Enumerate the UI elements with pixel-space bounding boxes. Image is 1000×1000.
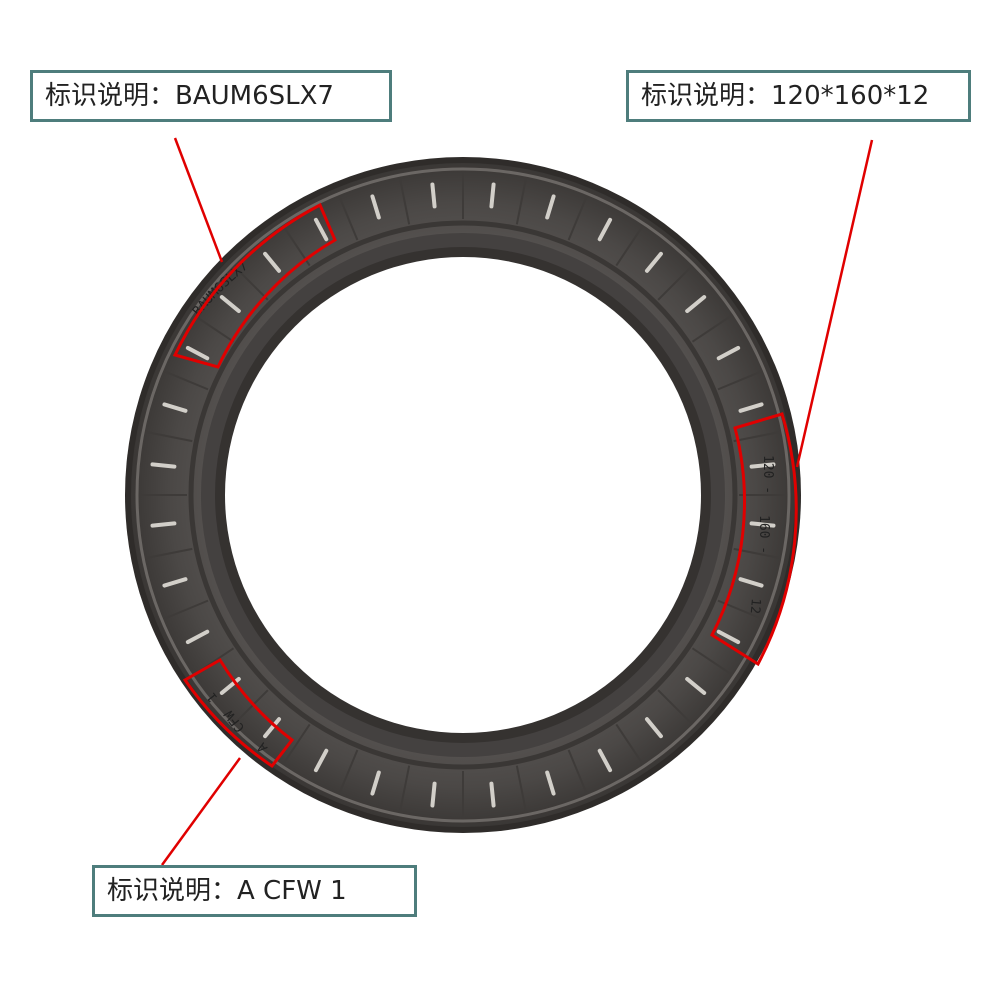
segment-tick — [716, 629, 741, 645]
segment-divider — [145, 430, 193, 443]
segment-divider — [657, 265, 693, 301]
segment-tick — [644, 251, 663, 273]
seal-bore — [225, 257, 701, 733]
ring-text-size-160: 160 - — [756, 515, 771, 554]
segment-tick — [545, 194, 556, 220]
segment-tick — [313, 748, 329, 773]
segment-divider — [567, 749, 588, 795]
segment-tick — [749, 462, 776, 469]
segment-tick — [263, 717, 282, 739]
seal-face-groove — [188, 220, 738, 770]
segment-tick — [313, 217, 329, 242]
highlight-box-batch — [182, 657, 295, 769]
highlight-box-size — [710, 412, 798, 667]
seal-outer-edge — [135, 167, 791, 823]
callout-size: 标识说明：120*160*12 — [626, 70, 971, 122]
segment-tick — [150, 521, 177, 528]
ring-text-size-120: 120 - — [760, 455, 775, 494]
segment-tick — [716, 345, 741, 361]
segment-divider — [691, 314, 733, 343]
segment-tick — [219, 295, 241, 314]
segment-divider — [145, 547, 193, 560]
leader-line-top-right — [795, 139, 874, 468]
segment-tick — [685, 295, 707, 314]
segment-divider — [615, 723, 644, 765]
segment-divider — [515, 765, 528, 813]
segment-divider — [615, 225, 644, 267]
segment-divider — [567, 195, 588, 241]
segment-tick — [644, 717, 663, 739]
callout-part-code: 标识说明：BAUM6SLX7 — [30, 70, 392, 122]
segment-divider — [515, 177, 528, 225]
segment-tick — [597, 217, 613, 242]
segment-divider — [233, 689, 269, 725]
seal-segments — [139, 171, 787, 819]
segment-tick — [430, 781, 437, 808]
segment-divider — [282, 723, 311, 765]
callout-size-text: 标识说明：120*160*12 — [641, 81, 930, 111]
segment-tick — [162, 577, 188, 588]
segment-divider — [338, 195, 359, 241]
segment-tick — [370, 194, 381, 220]
segment-divider — [717, 370, 763, 391]
segment-tick — [162, 402, 188, 413]
segment-tick — [597, 748, 613, 773]
segment-tick — [545, 770, 556, 796]
segment-divider — [193, 314, 235, 343]
segment-tick — [430, 182, 437, 209]
segment-tick — [370, 770, 381, 796]
segment-tick — [489, 182, 496, 209]
segment-divider — [691, 647, 733, 676]
segment-tick — [738, 577, 764, 588]
segment-divider — [398, 177, 411, 225]
segment-tick — [150, 462, 177, 469]
callout-part-code-text: 标识说明：BAUM6SLX7 — [45, 81, 334, 111]
segment-tick — [185, 345, 210, 361]
callout-batch: 标识说明：A CFW 1 — [92, 865, 417, 917]
leader-line-bottom-left — [160, 757, 242, 866]
segment-tick — [685, 676, 707, 695]
oil-seal — [125, 157, 801, 833]
callout-batch-text: 标识说明：A CFW 1 — [107, 876, 347, 906]
segment-divider — [338, 749, 359, 795]
segment-tick — [489, 781, 496, 808]
highlight-box-part-code — [172, 202, 337, 369]
segment-divider — [163, 599, 209, 620]
segment-tick — [738, 402, 764, 413]
leader-lines — [160, 137, 874, 866]
segment-divider — [398, 765, 411, 813]
segment-divider — [163, 370, 209, 391]
segment-divider — [733, 430, 781, 443]
segment-divider — [657, 689, 693, 725]
segment-divider — [233, 265, 269, 301]
segment-tick — [263, 251, 282, 273]
ring-text-size-12: 12 — [747, 598, 763, 615]
segment-tick — [749, 521, 776, 528]
leader-line-top-left — [173, 137, 224, 263]
highlight-boxes — [172, 202, 798, 769]
segment-tick — [185, 629, 210, 645]
